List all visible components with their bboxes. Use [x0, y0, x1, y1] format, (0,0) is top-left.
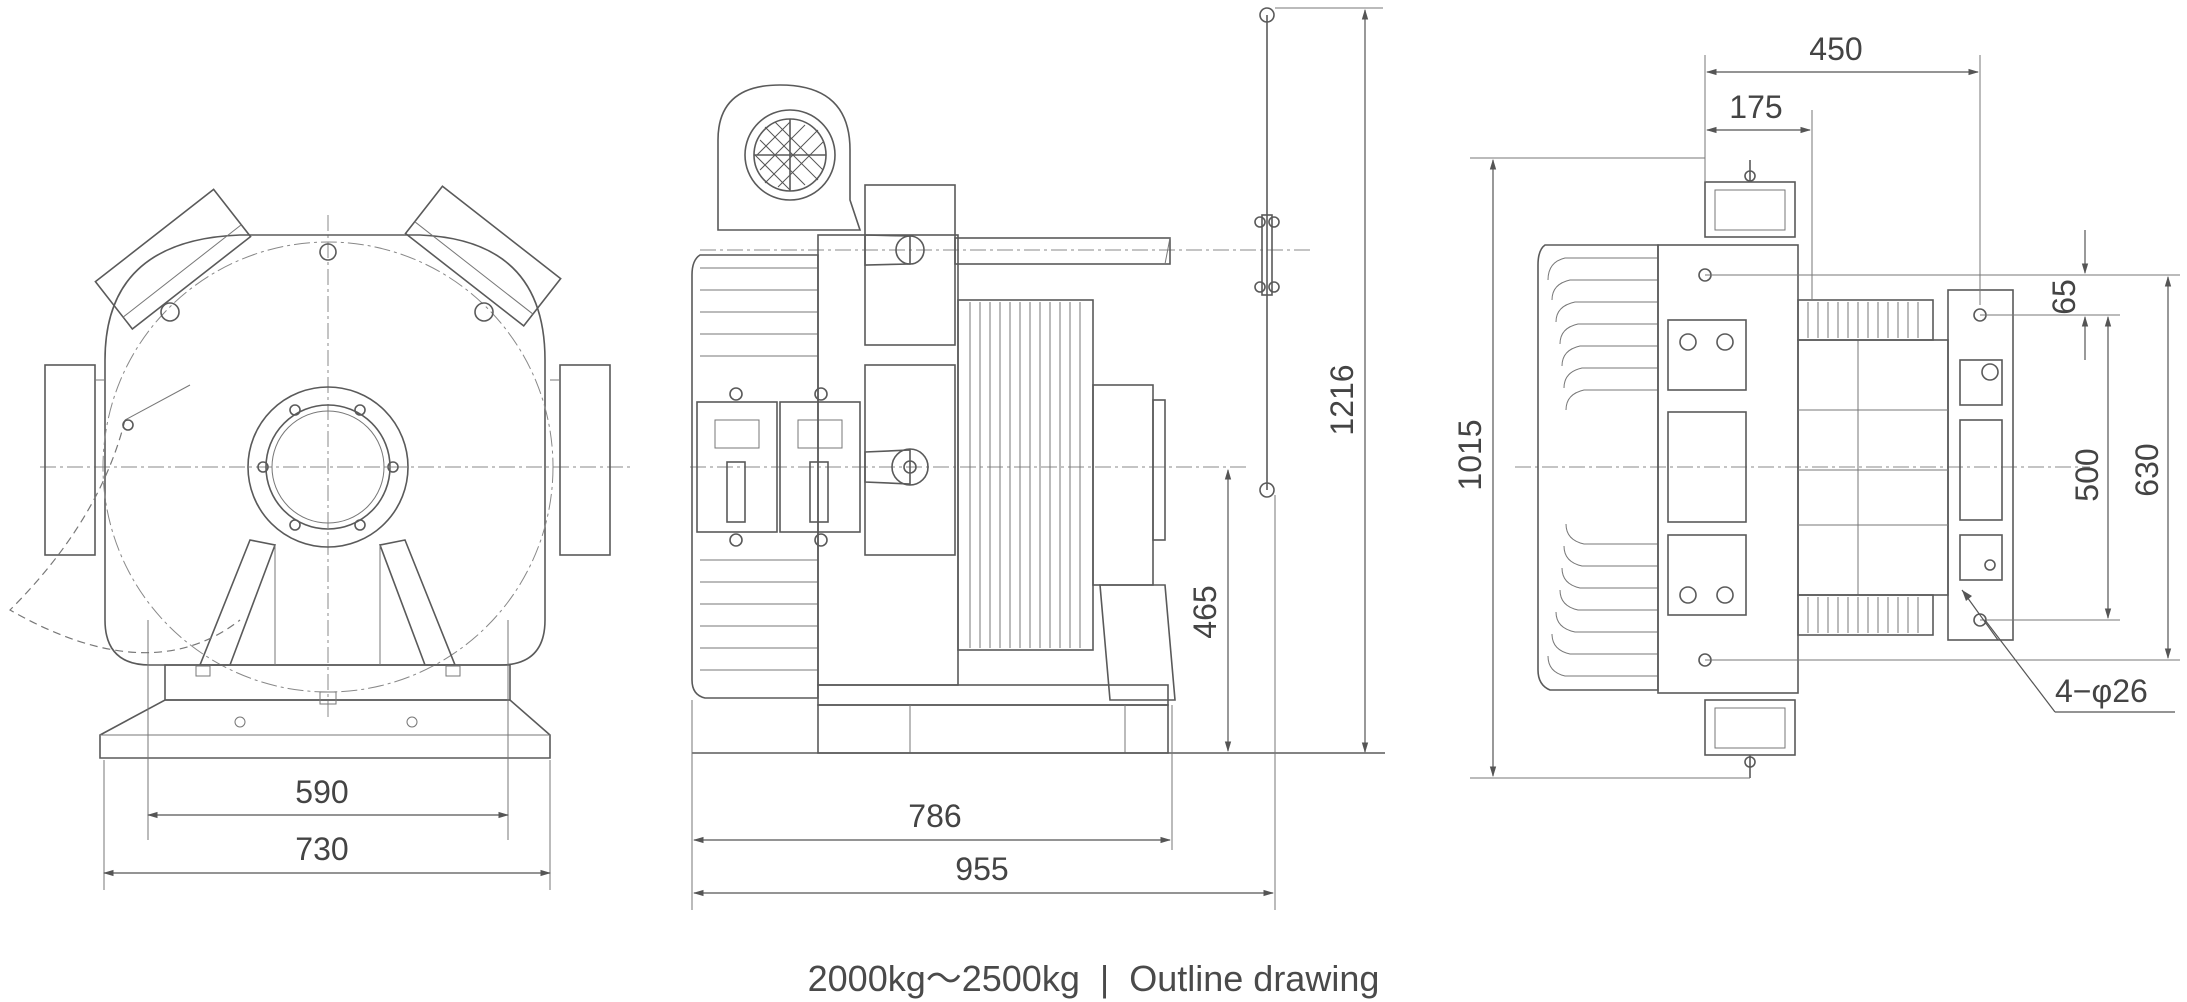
- dim-786: 786: [908, 798, 961, 834]
- weight-range: 2000kg～2500kg: [807, 958, 1080, 999]
- hole-callout: 4−φ26: [2055, 673, 2148, 709]
- dim-590: 590: [295, 774, 348, 810]
- dim-1015: 1015: [1452, 419, 1488, 490]
- side-view: 1216 465 786 955: [690, 7, 1385, 910]
- caption-title: Outline drawing: [1129, 958, 1380, 999]
- dim-955: 955: [955, 851, 1008, 887]
- dim-175: 175: [1729, 89, 1782, 125]
- dim-450: 450: [1809, 31, 1862, 67]
- dim-465: 465: [1187, 585, 1223, 638]
- dim-730: 730: [295, 831, 348, 867]
- drawing-caption: 2000kg～2500kg | Outline drawing: [0, 950, 2187, 1002]
- caption-separator: |: [1099, 958, 1110, 999]
- dim-1216: 1216: [1324, 364, 1360, 435]
- front-view: 590 730: [9, 185, 630, 890]
- dim-500: 500: [2069, 448, 2105, 501]
- dim-65: 65: [2046, 279, 2082, 315]
- top-view: 450 175 65 500 630 1015 4−φ26: [1452, 31, 2180, 779]
- dim-630: 630: [2129, 443, 2165, 496]
- fan-grille-icon: [754, 119, 826, 191]
